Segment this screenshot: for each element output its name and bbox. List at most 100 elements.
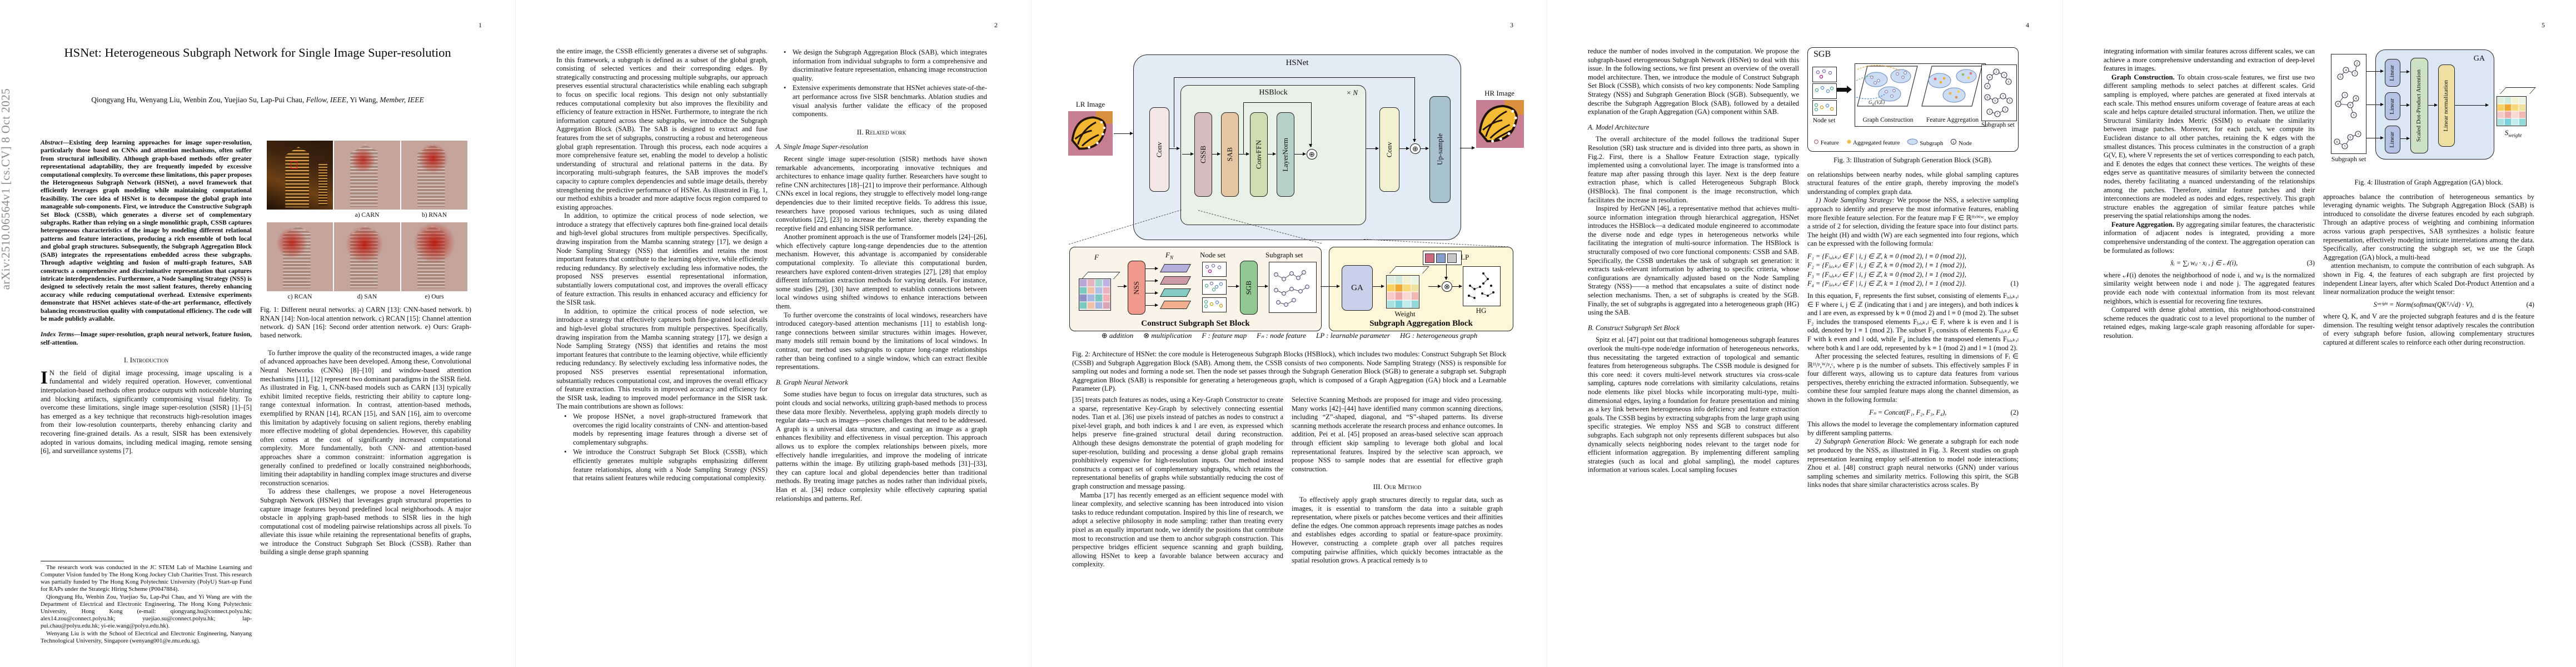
global-skip-line [1174,77,1415,78]
figure-1-row-2: c) RCAN d) SAN e) Ours [267,222,471,302]
p5-cost-para: Compared with dense global attention, th… [2104,306,2315,340]
page-number-4: 4 [2026,21,2029,29]
feature-cube [1079,266,1120,311]
p4-eq-expl-2: After processing the selected features, … [1807,352,2019,404]
svg-text:3: 3 [2354,72,2356,76]
hsnet-box: HSNet Conv HSBlock × N CSSB SAB ConvFFN … [1133,54,1461,240]
p5-left-column: integrating information with similar fea… [2104,47,2315,645]
page-number-2: 2 [994,21,998,29]
hsblock-label: HSBlock [1259,88,1288,97]
arrow [1452,284,1462,288]
arrow [1118,284,1127,288]
arrow [1258,284,1268,288]
subsection-4b-heading: B. Construct Subgraph Set Block [1588,323,1680,332]
hg-box [1463,266,1501,306]
footnote-affil-1: Qiongyang Hu, Wenbin Zou, Yuejiao Su, La… [41,593,252,630]
arrow [2428,103,2438,107]
conv2-block: Conv [1379,107,1399,192]
svg-text:x: x [1953,141,1955,145]
p2-related-para-1: Recent single image super-resolution (SI… [776,155,987,232]
sab-detail-box: GA Weight ⊗ LP HG Subgraph Aggregation B… [1321,247,1513,331]
figure1-rnan-image [401,141,467,210]
convffn-block: ConvFFN [1250,112,1268,197]
subsection-2b-heading: B. Graph Neural Network [776,378,848,386]
arrow [1366,146,1379,150]
fig3-node-set-box [1812,83,1837,99]
lp-box [1423,251,1462,265]
arrow [1399,146,1409,150]
node-set-box [1202,280,1227,295]
svg-text:5: 5 [1989,111,1991,114]
fig3-subgraph-set-label: Subgraph set [1981,122,2015,128]
linear-block-2: Linear [2385,92,2400,120]
figure1-label-ours: e) Ours [425,293,444,300]
sweight-cube [2497,84,2536,126]
section-2-heading: II. Related work [856,127,906,136]
arrow [1294,152,1306,156]
page-5: 5 integrating information with similar f… [2062,0,2576,667]
linear-block-1: Linear [2385,59,2400,87]
linear-norm-block: Linear normalization [2438,64,2455,147]
red-marker-box [290,161,297,170]
nss-block: NSS [1128,261,1145,315]
figure1-label-carn: a) CARN [355,212,380,218]
page-4: 4 reduce the number of nodes involved in… [1547,0,2062,667]
arrow [1321,284,1340,288]
abstract: Abstract—Existing deep learning approach… [41,140,252,322]
sab-block: SAB [1221,112,1239,197]
section-3-heading: III. Our Method [1373,482,1422,491]
figure-2-architecture: LR Image HSNet Conv HSBlock × N CSSB SAB… [1053,40,1526,345]
p5-sab-para-3: where Q, K, and V are the projected subg… [2323,312,2534,346]
arrow [2455,103,2489,107]
sab-detail-title: Subgraph Aggregation Block [1369,319,1473,328]
subgraph-set-box [1269,262,1317,313]
svg-text:6: 6 [1995,99,1996,103]
skip-line [1243,102,1312,103]
arrow [1421,146,1429,150]
sweight-label: Sweight [2504,128,2522,138]
p4-arch-para-1: The overall architecture of the model fo… [1588,135,1799,204]
p2-para-2: In addition, to optimize the critical pr… [556,212,768,307]
dashed-connector [1363,239,1508,247]
svg-text:4: 4 [2345,69,2347,72]
page-3: 3 LR Image HSNet Conv HSBlock × N CSSB S… [1031,0,1547,667]
equation-2-number: (2) [2010,408,2019,416]
node-set-label: Node set [1200,251,1225,259]
p2-left-column: the entire image, the CSSB efficiently g… [556,47,768,645]
svg-text:5: 5 [2009,99,2011,103]
p2-gnn-para: Some studies have begun to focus on irre… [776,390,987,502]
lp-label: LP [1461,253,1469,261]
p2-related-para-3: To further overcome the constraints of l… [776,311,987,371]
skip-line [1243,102,1244,154]
weight-label: Weight [1394,310,1416,318]
f-label: F [1094,253,1099,261]
page-number-3: 3 [1510,21,1513,29]
svg-text:6: 6 [2350,136,2351,140]
p1-col2-para-2: To address these challenges, we propose … [260,487,471,556]
ga-block: GA [1342,265,1373,311]
index-terms: Index Terms—Image super-resolution, grap… [41,331,252,346]
p3-para-4: To effectively apply graph structures di… [1292,495,1503,565]
upsample-block: Up-sample [1429,96,1451,203]
page-number-5: 5 [2542,21,2545,29]
footnote-funding: The research work was conducted in the J… [41,564,252,593]
arrow [1212,152,1220,156]
p4-sgb-para: 2) Subgraph Generation Block: We generat… [1807,437,2019,489]
svg-text:6: 6 [2008,81,2010,84]
p1-right-column: a) CARN b) RNAN c) RCAN d) SAN e) Ours F… [260,139,471,645]
cssb-detail-title: Construct Subgraph Set Block [1141,319,1250,328]
arrow [1428,284,1441,288]
fig3-node-set-box [1812,67,1837,82]
cssb-detail-box: F NSS FN Node set [1069,247,1322,331]
svg-text:4: 4 [1989,76,1991,79]
svg-text:7: 7 [1997,113,1999,116]
svg-text:0: 0 [2336,141,2338,144]
equation-3-number: (3) [2306,259,2315,267]
arrow [2366,69,2384,73]
arrow [1145,266,1158,270]
svg-text:6: 6 [2340,76,2341,79]
